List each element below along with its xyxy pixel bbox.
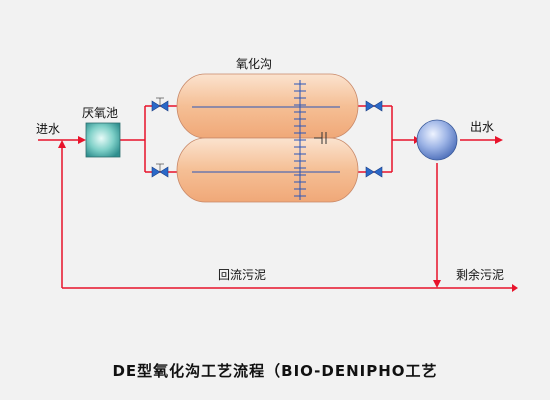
gate-icon (314, 132, 327, 144)
aerator-rotor (294, 83, 306, 197)
arrow-icon (495, 136, 503, 144)
inlet-label: 进水 (36, 122, 61, 136)
outlet-label: 出水 (470, 120, 495, 134)
anaerobic-tank-icon (85, 122, 121, 158)
valve-icon (365, 100, 383, 112)
ditch-bottom-channel (176, 137, 359, 203)
valve-icon (151, 163, 169, 178)
arrow-icon (433, 280, 441, 288)
diagram-caption: DE型氧化沟工艺流程（BIO-DENIPHO工艺 (112, 362, 438, 380)
valves (151, 97, 383, 178)
clarifier-icon (416, 119, 458, 161)
oxidation-ditch (176, 73, 359, 203)
ditch-top-channel (176, 73, 359, 139)
return-sludge-label: 回流污泥 (218, 268, 267, 282)
arrow-icon (58, 140, 66, 148)
anaerobic-tank-label: 厌氧池 (82, 106, 119, 120)
valve-icon (151, 97, 169, 112)
arrow-icons (58, 136, 518, 292)
arrow-icon (512, 284, 518, 292)
oxidation-ditch-label: 氧化沟 (236, 57, 273, 71)
arrow-icon (78, 136, 86, 144)
excess-sludge-label: 剩余污泥 (456, 268, 505, 282)
valve-icon (365, 166, 383, 178)
